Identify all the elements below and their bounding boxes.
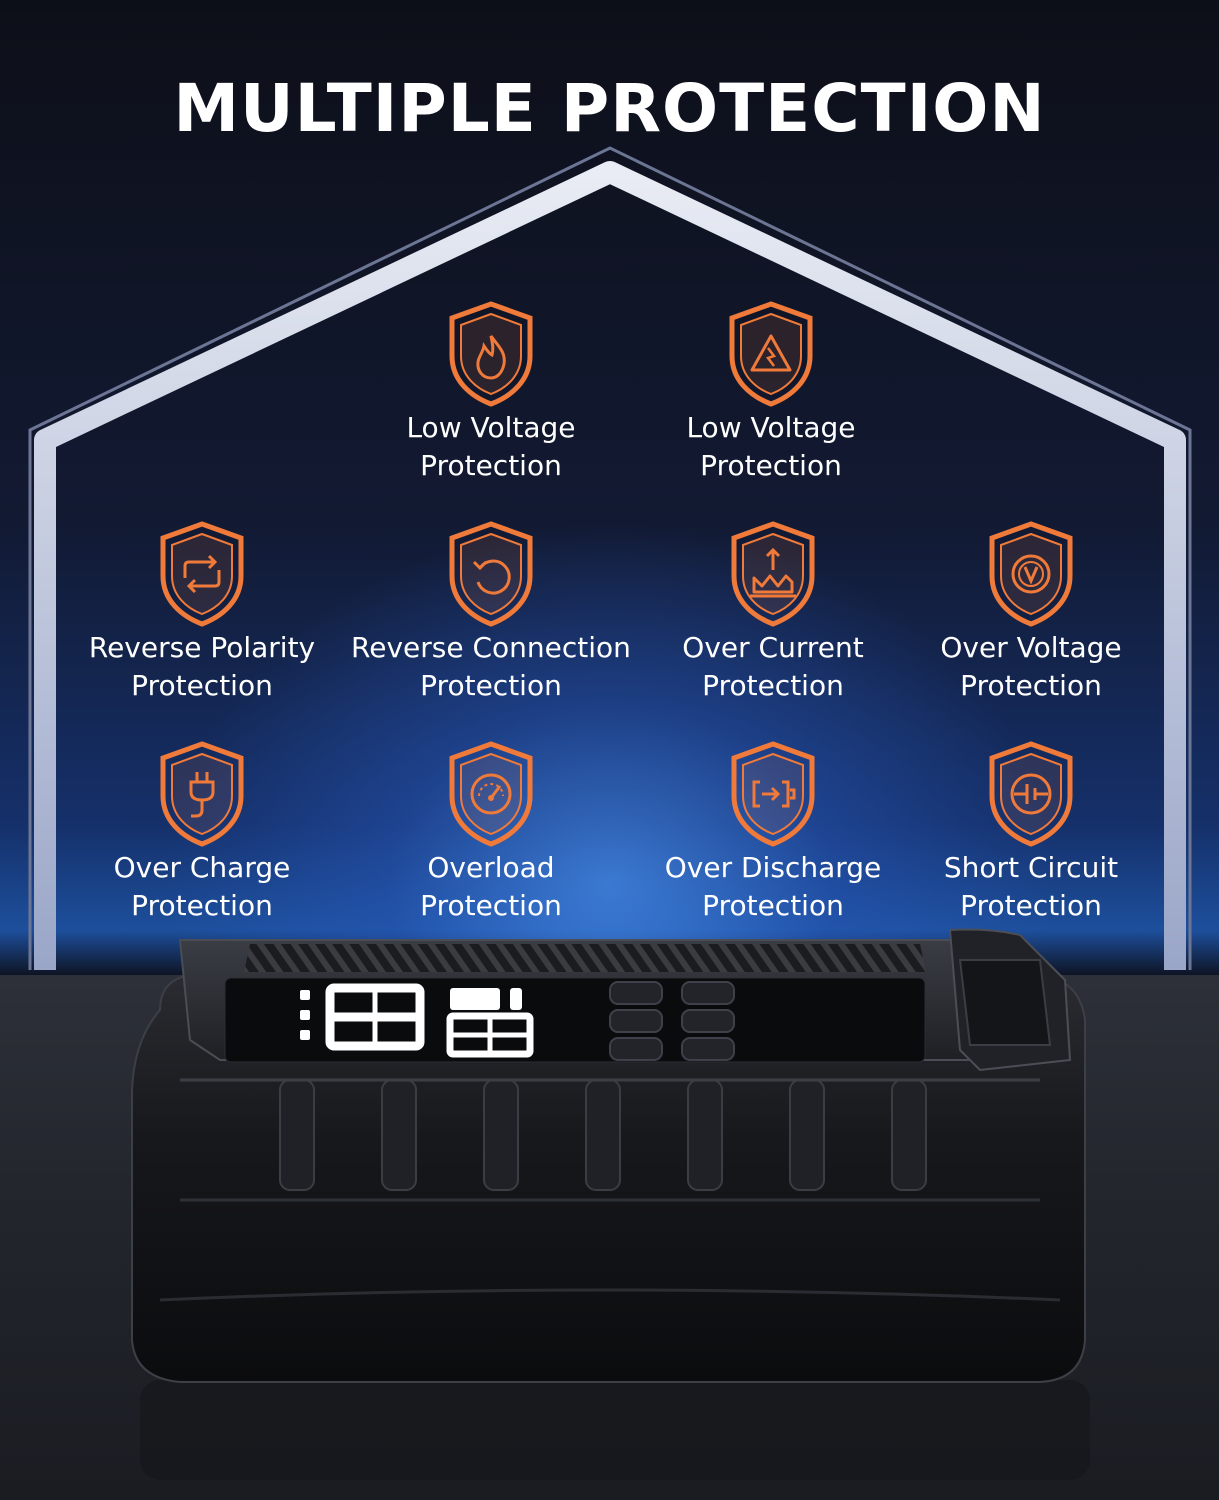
- feature-over-current: Over Current Protection: [628, 520, 918, 704]
- feature-label-line1: Short Circuit: [943, 851, 1119, 884]
- feature-label-line2: Protection: [420, 669, 562, 702]
- feature-label-line1: Over Discharge: [664, 851, 882, 884]
- feature-label-line2: Protection: [702, 889, 844, 922]
- feature-label-line2: Protection: [420, 449, 562, 482]
- feature-label-line2: Protection: [960, 889, 1102, 922]
- feature-reverse-polarity: Reverse Polarity Protection: [57, 520, 347, 704]
- feature-over-charge: Over Charge Protection: [57, 740, 347, 924]
- feature-label-line2: Protection: [131, 889, 273, 922]
- feature-label-line2: Protection: [960, 669, 1102, 702]
- feature-over-discharge: Over Discharge Protection: [628, 740, 918, 924]
- feature-overload: Overload Protection: [346, 740, 636, 924]
- feature-label-line1: Overload: [427, 851, 555, 884]
- feature-label-line1: Reverse Connection: [351, 631, 631, 664]
- plug-icon: [157, 740, 247, 848]
- feature-label-line1: Low Voltage: [686, 411, 856, 444]
- feature-label-line2: Protection: [131, 669, 273, 702]
- feature-low-voltage: Low Voltage Protection: [346, 300, 636, 484]
- large-shield-outline: [28, 146, 1192, 970]
- voltmeter-icon: [986, 520, 1076, 628]
- tire-inflator-device: [131, 928, 1090, 1480]
- page-title: MULTIPLE PROTECTION: [173, 70, 1046, 147]
- feature-short-circuit: Short Circuit Protection: [886, 740, 1176, 924]
- feature-label-line1: Over Charge: [113, 851, 291, 884]
- feature-label-line1: Low Voltage: [406, 411, 576, 444]
- feature-label-line2: Protection: [702, 669, 844, 702]
- short-circuit-icon: [986, 740, 1076, 848]
- feature-label-line1: Over Current: [682, 631, 864, 664]
- feature-label-line1: Reverse Polarity: [88, 631, 316, 664]
- feature-label-line1: Over Voltage: [940, 631, 1122, 664]
- feature-low-voltage-2: Low Voltage Protection: [626, 300, 916, 484]
- warning-triangle-icon: [726, 300, 816, 408]
- rotate-arrow-icon: [446, 520, 536, 628]
- cycle-arrows-icon: [157, 520, 247, 628]
- gauge-icon: [446, 740, 536, 848]
- flame-icon: [446, 300, 536, 408]
- feature-label-line2: Protection: [420, 889, 562, 922]
- feature-label-line2: Protection: [700, 449, 842, 482]
- feature-over-voltage: Over Voltage Protection: [886, 520, 1176, 704]
- battery-discharge-icon: [728, 740, 818, 848]
- feature-reverse-connection: Reverse Connection Protection: [346, 520, 636, 704]
- current-surge-icon: [728, 520, 818, 628]
